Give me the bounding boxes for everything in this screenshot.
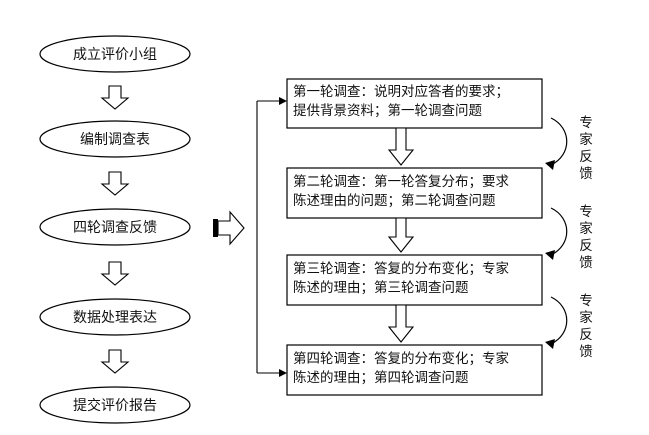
feedback-char: 反: [579, 238, 593, 254]
round-2-line-1: 第二轮调查：第一轮答复分布；要求: [293, 174, 509, 190]
step-label-1: 成立评价小组: [73, 47, 157, 63]
feedback-curve-arrow-icon: [550, 117, 568, 166]
arrowhead-icon: [545, 339, 555, 349]
round-box-2: [286, 167, 543, 219]
feedback-char: 专: [579, 115, 593, 131]
step-label-2: 编制调查表: [80, 132, 150, 148]
round-box-3: [286, 254, 543, 306]
feedback-char: 馈: [579, 166, 593, 182]
bracket-connector: [256, 100, 280, 374]
feedback-char: 专: [579, 204, 593, 220]
feedback-char: 馈: [579, 255, 593, 271]
down-arrow-icon: [100, 171, 130, 196]
down-arrow-icon: [100, 349, 130, 374]
round-2-line-2: 陈述理由的问题；第二轮调查问题: [293, 193, 496, 209]
round-4-line-2: 陈述的理由；第四轮调查问题: [293, 370, 469, 386]
feedback-char: 反: [579, 149, 593, 165]
feedback-curve-arrow-icon: [550, 296, 568, 345]
round-1-text: 第一轮调查：说明对应答者的要求； 提供背景资料；第一轮调查问题: [293, 83, 539, 121]
round-3-line-1: 第三轮调查：答复的分布变化；专家: [293, 261, 509, 277]
feedback-char: 馈: [579, 344, 593, 360]
feedback-char: 家: [579, 132, 593, 148]
round-3-line-2: 陈述的理由；第三轮调查问题: [293, 280, 469, 296]
round-2-text: 第二轮调查：第一轮答复分布；要求 陈述理由的问题；第二轮调查问题: [293, 173, 539, 211]
arrowhead-icon: [279, 97, 287, 105]
feedback-char: 家: [579, 221, 593, 237]
feedback-label-1: 专 家 反 馈: [574, 115, 598, 183]
step-label-5: 提交评价报告: [73, 398, 157, 414]
down-arrow-icon: [100, 85, 130, 110]
oval-step-4: [39, 298, 191, 336]
oval-step-3: [39, 208, 191, 246]
arrowhead-icon: [545, 250, 555, 260]
feedback-char: 家: [579, 310, 593, 326]
step-label-4: 数据处理表达: [73, 310, 157, 326]
arrowhead-icon: [279, 369, 287, 377]
down-arrow-icon: [100, 261, 130, 286]
feedback-label-2: 专 家 反 馈: [574, 204, 598, 272]
feedback-curve-arrow-icon: [550, 207, 568, 256]
round-box-1: [286, 78, 543, 129]
step-label-3: 四轮调查反馈: [73, 220, 157, 236]
feedback-label-3: 专 家 反 馈: [574, 293, 598, 361]
oval-step-5: [39, 386, 191, 424]
round-4-line-1: 第四轮调查：答复的分布变化；专家: [293, 351, 509, 367]
oval-step-2: [39, 120, 191, 158]
arrow-tail-bar: [213, 219, 218, 237]
right-arrow-icon: [217, 210, 245, 246]
round-box-4: [286, 344, 543, 396]
feedback-char: 专: [579, 293, 593, 309]
round-1-line-1: 第一轮调查：说明对应答者的要求；: [293, 84, 509, 100]
round-3-text: 第三轮调查：答复的分布变化；专家 陈述的理由；第三轮调查问题: [293, 260, 539, 298]
round-4-text: 第四轮调查：答复的分布变化；专家 陈述的理由；第四轮调查问题: [293, 350, 539, 388]
down-arrow-icon: [387, 127, 415, 166]
oval-step-1: [39, 35, 191, 73]
arrowhead-icon: [545, 160, 555, 170]
down-arrow-icon: [387, 217, 415, 253]
down-arrow-icon: [387, 304, 415, 343]
round-1-line-2: 提供背景资料；第一轮调查问题: [293, 103, 482, 119]
feedback-char: 反: [579, 327, 593, 343]
